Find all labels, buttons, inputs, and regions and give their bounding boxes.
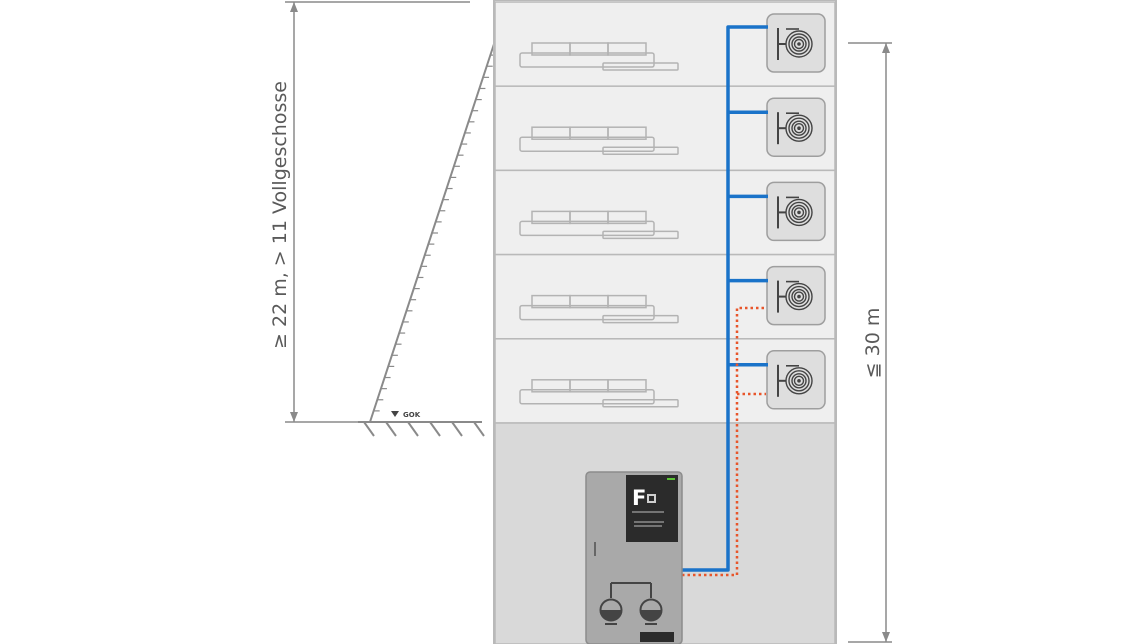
fire-ladder bbox=[369, 43, 497, 423]
sofa-cushion bbox=[607, 126, 647, 140]
hose-reel-box bbox=[766, 13, 826, 73]
ground-hatch-line bbox=[363, 421, 375, 437]
sofa-icon bbox=[519, 210, 679, 240]
pump-icon bbox=[599, 598, 623, 625]
ground-level: GOK bbox=[358, 411, 485, 437]
ground-hatch-line bbox=[407, 421, 419, 437]
sofa-seat bbox=[519, 304, 655, 321]
hose-dimension-arrow-top bbox=[882, 43, 890, 53]
hose-reel-icon bbox=[766, 13, 826, 73]
sofa-icon bbox=[519, 294, 679, 324]
hose-reel-coil bbox=[788, 33, 810, 55]
sofa-chaise bbox=[602, 146, 679, 155]
sofa-cushion bbox=[607, 210, 647, 225]
hose-reel-coil bbox=[791, 373, 807, 389]
sofa-cushion bbox=[607, 379, 647, 393]
sofa-cushion bbox=[607, 294, 647, 309]
panel-logo-inner bbox=[649, 496, 654, 501]
hose-reel-hub bbox=[797, 379, 801, 383]
sofa-seat bbox=[519, 136, 655, 152]
hose-reel-coil bbox=[785, 30, 813, 58]
panel-letter: F bbox=[632, 486, 646, 510]
sofa-chaise bbox=[602, 230, 679, 240]
hose-reel-coil bbox=[791, 120, 807, 136]
sofa-icon bbox=[519, 42, 679, 71]
hose-height-label: ≦ 30 m bbox=[862, 308, 884, 379]
sofa-chaise bbox=[602, 399, 679, 408]
sofa-chaise bbox=[602, 314, 679, 324]
pump-icon bbox=[639, 598, 663, 625]
sofa-chaise bbox=[602, 62, 679, 71]
building-outline bbox=[493, 0, 837, 644]
hose-reel-coil bbox=[793, 38, 805, 50]
hose-reel-coil bbox=[791, 204, 807, 221]
hose-reel-icon bbox=[766, 97, 826, 157]
control-cabinet-icon: F bbox=[585, 471, 683, 644]
hose-reel-icon bbox=[766, 265, 826, 326]
ground-hatch-line bbox=[429, 421, 441, 437]
hose-reel-box bbox=[766, 181, 826, 242]
hose-reel-coil bbox=[788, 201, 810, 224]
pump-left-half bbox=[600, 610, 622, 621]
dry-line-main bbox=[660, 306, 766, 577]
hose-reel-coil bbox=[785, 282, 813, 311]
hose-reel-coil bbox=[788, 285, 810, 308]
hose-reel-coil bbox=[785, 198, 813, 227]
hose-reel-coil bbox=[793, 375, 805, 386]
hose-reel-hub bbox=[797, 210, 801, 215]
wet-riser-branches bbox=[728, 110, 768, 367]
hose-reel-box bbox=[766, 265, 826, 326]
hose-reel-hub bbox=[797, 126, 801, 130]
hose-reel-hub bbox=[797, 42, 801, 46]
sofa-icon bbox=[519, 126, 679, 155]
hose-reel-icon bbox=[766, 350, 826, 410]
hose-reel-coil bbox=[791, 288, 807, 305]
ground-level-marker-icon bbox=[391, 411, 399, 417]
height-dimension-arrow-bottom bbox=[290, 412, 298, 422]
hose-reel-coil bbox=[791, 36, 807, 52]
sofa-seat bbox=[519, 52, 655, 68]
ground-hatch-line bbox=[385, 421, 397, 437]
sofa-seat bbox=[519, 220, 655, 237]
hose-reel-hub bbox=[797, 294, 801, 299]
hose-reel-box bbox=[766, 350, 826, 410]
panel-status-led bbox=[667, 478, 675, 480]
hose-reel-box bbox=[766, 97, 826, 157]
sofa-cushion bbox=[607, 42, 647, 56]
hose-height-dimension: ≦ 30 m bbox=[848, 42, 892, 643]
building-height-dimension: ≥ 22 m, > 11 Vollgeschosse bbox=[269, 1, 470, 423]
pump-right-half bbox=[640, 610, 662, 621]
ground-hatching bbox=[363, 421, 485, 437]
ground-hatch-line bbox=[473, 421, 485, 437]
ground-level-label: GOK bbox=[403, 411, 421, 419]
hose-reel-coil bbox=[785, 367, 813, 395]
cabinet-control-panel bbox=[626, 475, 678, 542]
hose-reel-coil bbox=[788, 117, 810, 139]
hose-reel-stations bbox=[766, 13, 826, 410]
hose-reel-coil bbox=[785, 114, 813, 142]
dry-line-pipe bbox=[660, 306, 766, 577]
sofa-seat bbox=[519, 389, 655, 405]
hose-reel-coil bbox=[788, 370, 810, 392]
hose-reel-coil bbox=[793, 291, 805, 302]
hose-reel-coil bbox=[793, 122, 805, 134]
height-requirement-label: ≥ 22 m, > 11 Vollgeschosse bbox=[269, 81, 291, 349]
hose-dimension-arrow-bottom bbox=[882, 632, 890, 642]
sofa-icon bbox=[519, 379, 679, 408]
height-dimension-arrow-top bbox=[290, 2, 298, 12]
hose-reel-icon bbox=[766, 181, 826, 242]
ground-hatch-line bbox=[451, 421, 463, 437]
cabinet-base bbox=[640, 632, 674, 642]
hose-reel-coil bbox=[793, 207, 805, 218]
